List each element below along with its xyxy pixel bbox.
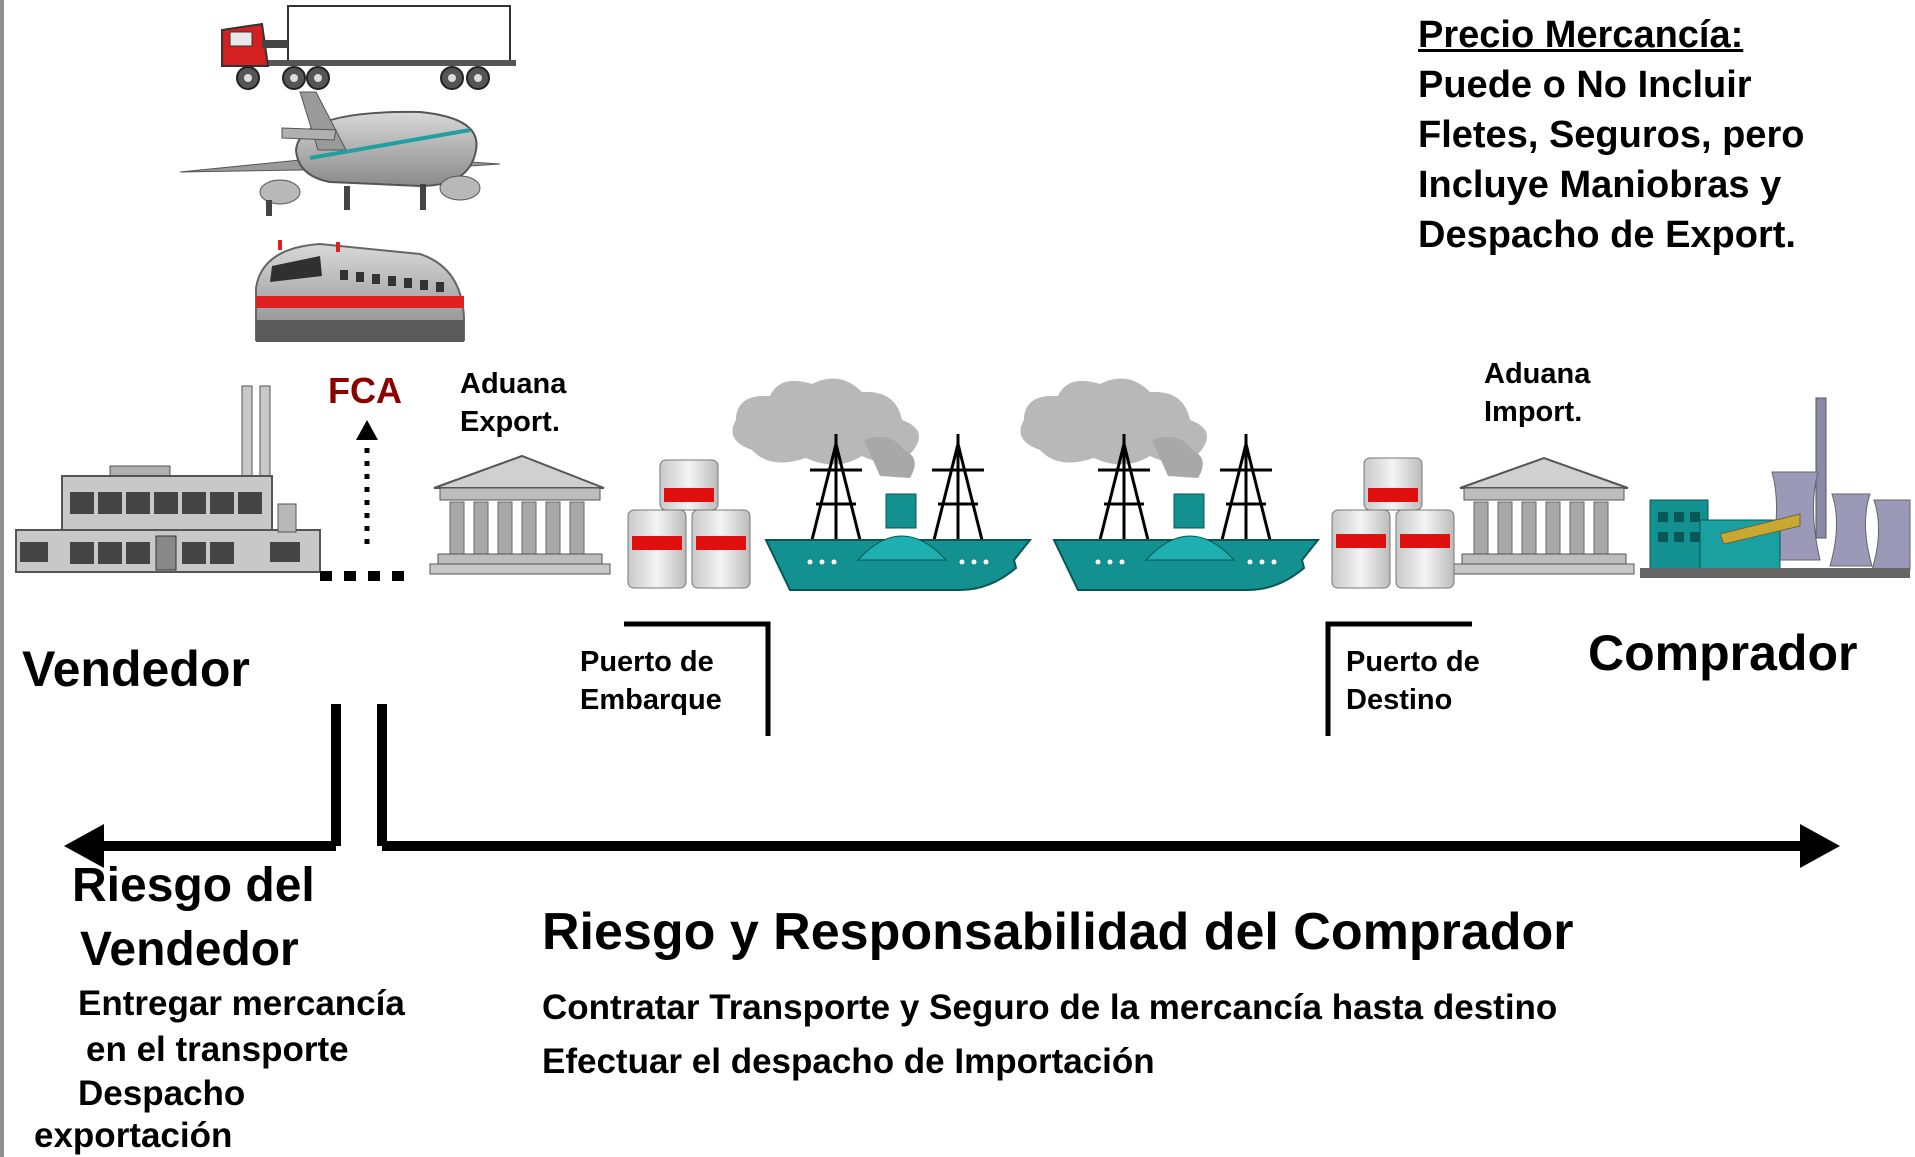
aduana-export-label: Aduana <box>460 368 567 400</box>
buyer-duty: Contratar Transporte y Seguro de la merc… <box>542 988 1558 1027</box>
steamship-icon <box>1020 378 1321 591</box>
left-edge-line <box>0 0 4 1157</box>
customs-building-icon <box>1453 456 1635 575</box>
aduana-import-label: Aduana <box>1484 358 1591 390</box>
puerto-destino-label: Destino <box>1346 684 1453 716</box>
puerto-destino-label: Puerto de <box>1346 646 1480 678</box>
seller-duty: en el transporte <box>86 1030 349 1069</box>
container-stack-icon <box>627 459 751 589</box>
fca-term-label: FCA <box>328 370 402 411</box>
factory-icon <box>15 385 321 573</box>
steamship-icon <box>732 378 1033 591</box>
arrow-left-icon <box>64 704 341 868</box>
seller-duty: Despacho <box>78 1074 246 1113</box>
price-note-line: Puede o No Incluir <box>1418 64 1752 106</box>
price-note-line: Despacho de Export. <box>1418 214 1796 256</box>
port-bracket-destino <box>1325 621 1472 736</box>
comprador-label: Comprador <box>1588 625 1858 681</box>
seller-risk-title: Vendedor <box>80 923 299 976</box>
aduana-import-label: Import. <box>1484 396 1583 428</box>
container-stack-icon <box>1331 457 1455 589</box>
arrow-right-icon <box>377 704 1840 868</box>
vendedor-label: Vendedor <box>22 641 250 697</box>
power-plant-icon <box>1640 397 1911 578</box>
train-icon <box>255 240 465 342</box>
arrow-up-icon <box>320 420 404 581</box>
price-note-title: Precio Mercancía: <box>1418 14 1744 56</box>
puerto-embarque-label: Embarque <box>580 684 722 716</box>
seller-duty: exportación <box>34 1116 233 1155</box>
price-note-line: Fletes, Seguros, pero <box>1418 114 1805 156</box>
airplane-icon <box>179 91 501 216</box>
seller-risk-title: Riesgo del <box>72 859 315 912</box>
buyer-risk-title: Riesgo y Responsabilidad del Comprador <box>542 903 1574 961</box>
truck-icon <box>221 5 516 90</box>
buyer-duty: Efectuar el despacho de Importación <box>542 1042 1155 1081</box>
puerto-embarque-label: Puerto de <box>580 646 714 678</box>
aduana-export-label: Export. <box>460 406 560 438</box>
seller-duty: Entregar mercancía <box>78 984 405 1023</box>
port-bracket-embarque <box>624 621 771 736</box>
price-note-line: Incluye Maniobras y <box>1418 164 1782 206</box>
customs-building-icon <box>429 454 611 575</box>
